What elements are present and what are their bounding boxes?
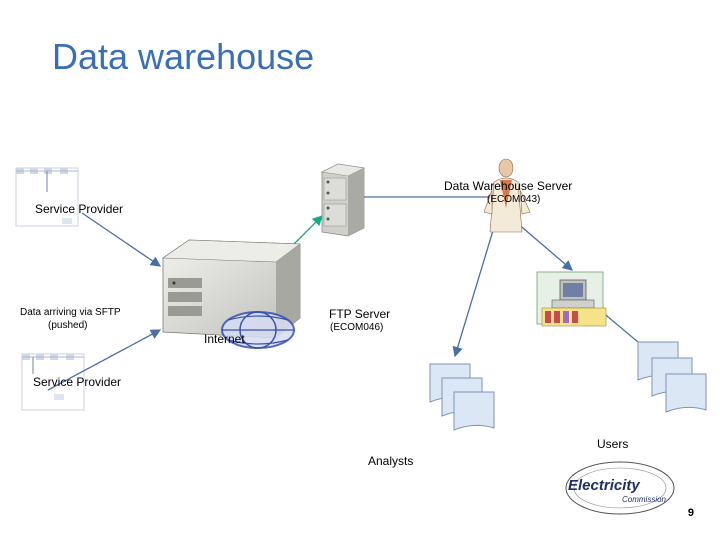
- label-users: Users: [597, 437, 629, 451]
- label-service-provider-bottom: Service Provider: [33, 375, 122, 389]
- label-dw-server: Data Warehouse Server: [444, 179, 573, 193]
- logo-sub: Commission: [622, 495, 667, 504]
- connector-dw-workstation: [515, 221, 573, 271]
- internet-globe-icon: [221, 311, 295, 349]
- logo-name: Electricity: [568, 477, 640, 494]
- label-internet: Internet: [204, 332, 245, 346]
- person-icon: [483, 158, 531, 233]
- users-documents-icon: [637, 341, 707, 413]
- electricity-commission-logo: Electricity Commission: [565, 461, 675, 515]
- service-provider-top-icon: [15, 167, 79, 227]
- workstation-icon: [536, 271, 607, 327]
- connector-sp2-to-ftp: [47, 329, 162, 391]
- connector-sp-to-ftp: [81, 212, 162, 267]
- data-warehouse-server-icon: [321, 163, 365, 237]
- label-analysts: Analysts: [368, 454, 414, 468]
- analysts-documents-icon: [429, 363, 495, 431]
- page-title: Data warehouse: [52, 36, 315, 77]
- label-service-provider-top: Service Provider: [35, 202, 124, 216]
- service-provider-bottom-icon: [21, 353, 85, 411]
- page-number: 9: [687, 507, 694, 519]
- label-sftp-line1: Data arriving via SFTP: [20, 307, 121, 318]
- label-dw-server-id: (ECOM043): [487, 194, 541, 205]
- label-ftp-server: FTP Server: [329, 307, 391, 321]
- connector-dw-analysts: [452, 223, 496, 358]
- label-ftp-server-id: (ECOM046): [330, 322, 384, 333]
- label-sftp-line2: (pushed): [48, 320, 88, 331]
